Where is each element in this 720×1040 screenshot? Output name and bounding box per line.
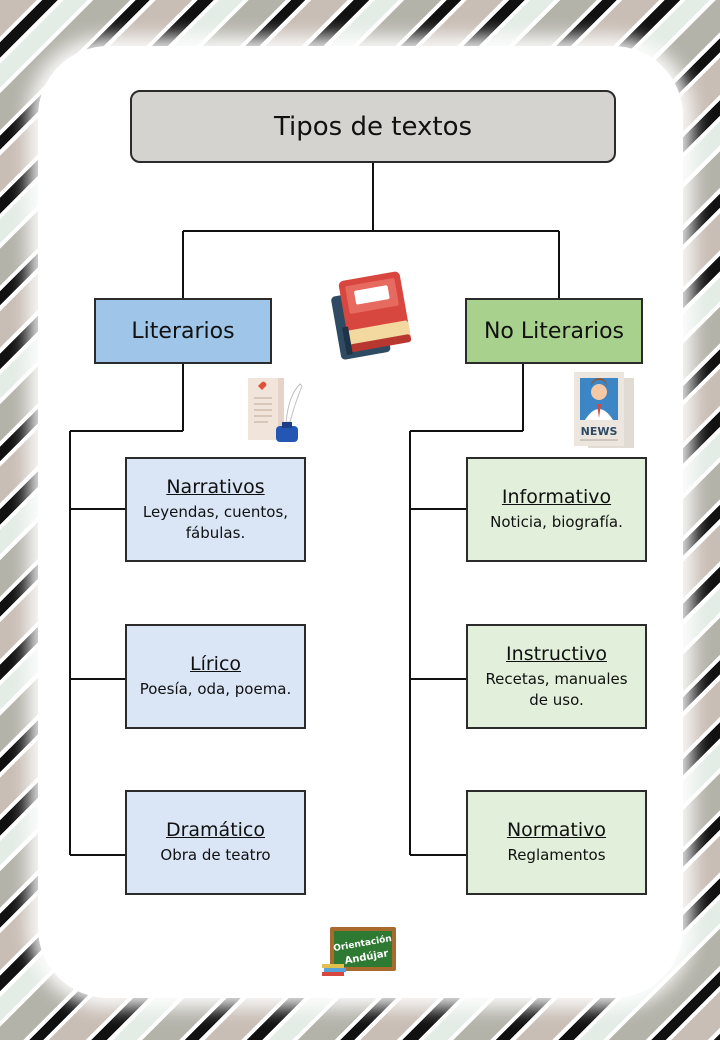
node-desc: Noticia, biografía. [490,513,623,531]
node-desc: Recetas, manuales de uso. [485,669,628,709]
newspaper-label: NEWS [581,425,618,438]
node-title: Narrativos [166,475,265,498]
category-literarios: Literarios [94,298,272,364]
node-lirico: Lírico Poesía, oda, poema. [125,624,306,729]
node-narrativos: Narrativos Leyendas, cuentos, fábulas. [125,457,306,562]
node-desc: Leyendas, cuentos, fábulas. [142,502,289,542]
category-label: No Literarios [483,318,625,344]
letter-quill-icon [248,378,303,442]
category-no-literarios: No Literarios [465,298,643,364]
node-title: Informativo [501,486,612,508]
root-node: Tipos de textos [130,90,616,163]
node-instructivo: Instructivo Recetas, manuales de uso. [466,624,647,729]
chalkboard-logo: Orientación Andújar [322,927,396,976]
node-desc: Reglamentos [507,846,606,864]
node-normativo: Normativo Reglamentos [466,790,647,895]
node-desc: Obra de teatro [160,846,271,864]
node-dramatico: Dramático Obra de teatro [125,790,306,895]
books-icon [331,271,412,360]
node-informativo: Informativo Noticia, biografía. [466,457,647,562]
node-title: Dramático [165,819,266,841]
newspaper-icon: NEWS [574,372,634,448]
node-title: Normativo [506,819,607,841]
category-label: Literarios [131,318,235,344]
node-title: Lírico [189,653,242,675]
node-title: Instructivo [506,642,607,665]
node-desc: Poesía, oda, poema. [139,680,292,698]
root-label: Tipos de textos [273,111,473,142]
